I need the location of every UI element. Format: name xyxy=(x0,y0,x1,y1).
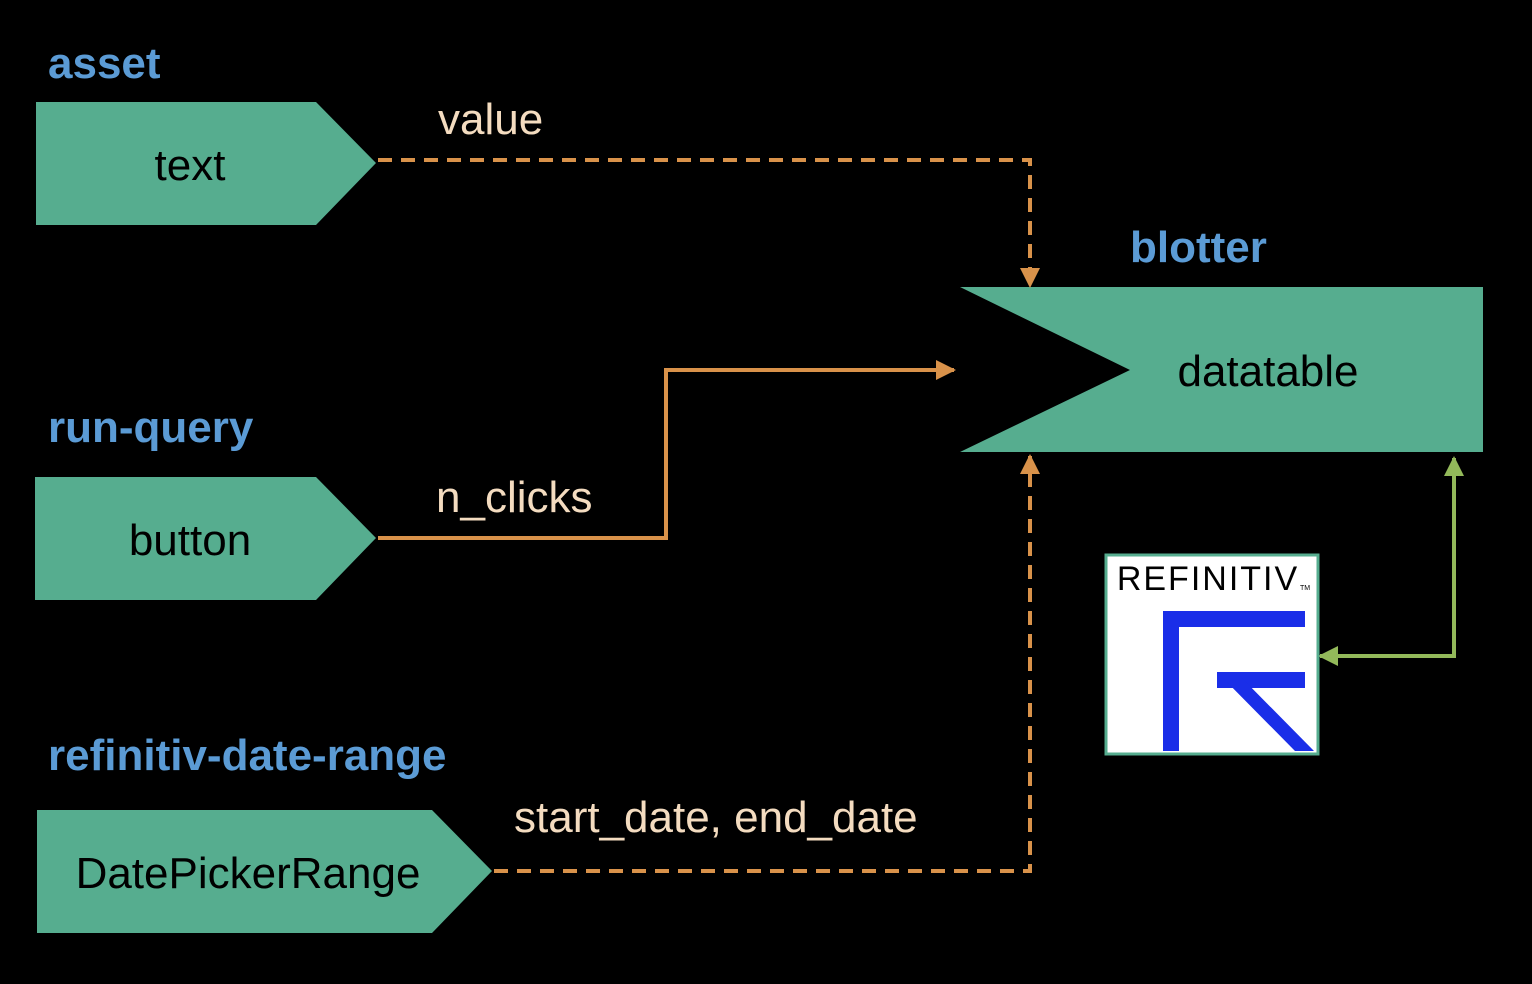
asset-value-edge-label: value xyxy=(438,95,543,144)
asset-value-edge xyxy=(378,158,1040,288)
asset-text-node-label: text xyxy=(155,141,226,190)
refinitiv-logo-tm: TM xyxy=(1300,585,1310,592)
blotter-refinitiv-api-edge xyxy=(1318,456,1464,666)
blotter-datatable-node xyxy=(960,287,1483,452)
blotter-id-label: blotter xyxy=(1130,223,1267,272)
run-query-n-clicks-edge xyxy=(378,360,956,540)
refinitiv-logo: REFINITIV TM xyxy=(1104,553,1320,756)
refinitiv-logo-wordmark: REFINITIV xyxy=(1117,560,1299,598)
blotter-datatable-node-label: datatable xyxy=(1177,347,1358,396)
date-range-id-label: refinitiv-date-range xyxy=(48,731,447,780)
date-range-edge-label: start_date, end_date xyxy=(514,793,918,842)
date-range-picker-node-label: DatePickerRange xyxy=(76,849,421,898)
date-range-picker-node xyxy=(37,810,492,933)
date-range-edge xyxy=(494,454,1040,873)
run-query-button-node xyxy=(35,477,376,600)
run-query-button-node-label: button xyxy=(129,516,251,565)
run-query-id-label: run-query xyxy=(48,403,254,452)
asset-id-label: asset xyxy=(48,39,161,88)
asset-text-node xyxy=(36,102,376,225)
run-query-n-clicks-edge-label: n_clicks xyxy=(436,473,593,522)
refinitiv-r-icon xyxy=(1163,611,1314,751)
